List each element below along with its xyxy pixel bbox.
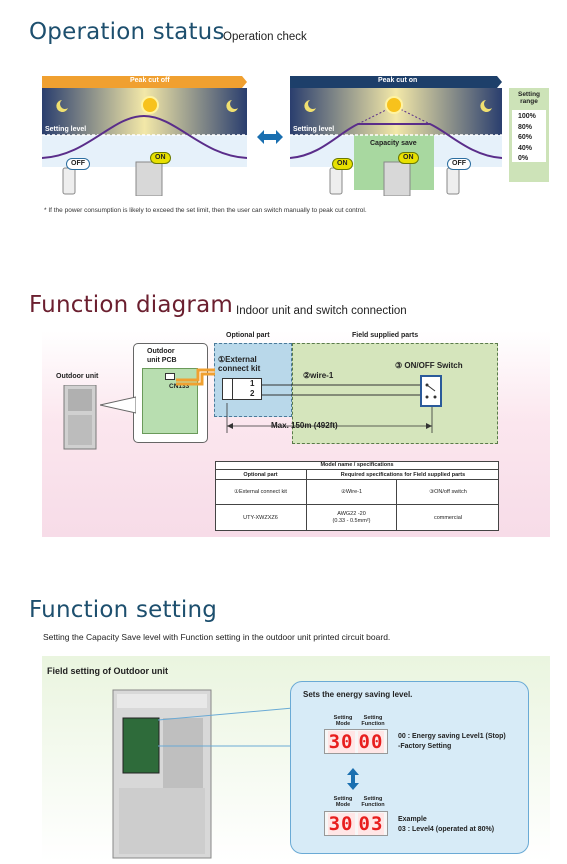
outdoor-unit-label: Outdoor unit xyxy=(56,373,99,380)
setting-level-label-right: Setting level xyxy=(293,126,335,133)
peak-cut-off-panel: Peak cut off Setting level OFF ON xyxy=(42,76,247,196)
capacity-save-label: Capacity save xyxy=(370,140,417,147)
setting-range-0: 0% xyxy=(518,155,529,162)
display-2-desc-line1: Example xyxy=(398,816,427,823)
spec-table-header-optional: Optional part xyxy=(215,470,307,480)
display-2-desc-line2: 03 : Level4 (operated at 80%) xyxy=(398,826,495,833)
switch-label: ③ ON/OFF Switch xyxy=(395,361,463,370)
function-setting-title: Function setting xyxy=(29,597,218,623)
operation-footnote: * If the power consumption is likely to … xyxy=(44,207,367,214)
setting-mode-label-2: Setting Mode xyxy=(333,796,353,808)
display-2-mode: 30 xyxy=(327,812,355,835)
peak-cut-on-scene xyxy=(290,76,502,196)
setting-function-label-1: Setting Function xyxy=(361,715,385,727)
callout-line xyxy=(158,707,294,747)
field-setting-label: Field setting of Outdoor unit xyxy=(47,666,168,676)
function-diagram-title: Function diagram xyxy=(29,292,233,318)
optional-part-label: Optional part xyxy=(226,332,270,339)
setting-level-label-left: Setting level xyxy=(45,126,87,133)
spec-table-caption: Model name / specifications xyxy=(215,461,499,470)
function-setting-subtitle: Setting the Capacity Save level with Fun… xyxy=(43,632,391,642)
spec-table xyxy=(215,461,499,531)
setting-range-box: Setting range 100% 80% 60% 40% 0% xyxy=(509,88,549,182)
setting-range-60: 60% xyxy=(518,134,533,141)
operation-status-title: Operation status xyxy=(29,19,225,45)
setting-range-40: 40% xyxy=(518,144,533,152)
switch-icon xyxy=(420,375,442,407)
function-diagram-subtitle: Indoor unit and switch connection xyxy=(236,305,407,317)
on-badge-right-1: ON xyxy=(332,158,353,170)
field-supplied-label: Field supplied parts xyxy=(352,332,419,339)
field-supplied-box xyxy=(292,343,498,444)
double-arrow-icon xyxy=(257,130,283,144)
setting-range-80: 80% xyxy=(518,123,533,131)
terminal-pin-2: 2 xyxy=(250,389,255,398)
cn133-label: CN133 xyxy=(169,383,190,390)
setting-range-100: 100% xyxy=(518,113,536,120)
wiring xyxy=(176,368,433,433)
off-badge-right: OFF xyxy=(447,158,471,170)
spec-table-cell: ①External connect kit xyxy=(215,480,307,505)
energy-box-title: Sets the energy saving level. xyxy=(303,690,413,699)
spec-table-cell: UTY-XWZXZ6 xyxy=(215,505,307,531)
display-1-desc: 00 : Energy saving Level1 (Stop) -Factor… xyxy=(398,732,506,752)
up-down-arrow-icon xyxy=(347,768,359,790)
outdoor-unit-image xyxy=(63,385,97,450)
operation-status-subtitle: Operation check xyxy=(223,31,307,43)
max-length-label: Max. 150m (492ft) xyxy=(271,421,338,430)
outdoor-pcb-label: Outdoor unit PCB xyxy=(147,348,177,364)
display-2: 30 03 xyxy=(324,811,388,836)
on-badge-left: ON xyxy=(150,152,171,164)
peak-cut-on-panel: Peak cut on Setting level Capacity save … xyxy=(290,76,502,196)
outdoor-unit-photo xyxy=(112,689,212,859)
spec-table-cell: commercial xyxy=(433,515,463,521)
terminal-pin-1: 1 xyxy=(250,379,255,388)
display-2-function: 03 xyxy=(357,812,385,835)
terminal-block xyxy=(222,378,262,400)
display-1-desc-line2: -Factory Setting xyxy=(398,743,452,750)
terminal-divider xyxy=(232,378,233,400)
peak-cut-off-scene xyxy=(42,76,247,196)
setting-function-label-2: Setting Function xyxy=(361,796,385,808)
setting-mode-label-1: Setting Mode xyxy=(333,715,353,727)
peak-cut-on-banner: Peak cut on xyxy=(378,77,418,84)
off-badge-left: OFF xyxy=(66,158,90,170)
display-1: 30 00 xyxy=(324,729,388,754)
wire-label: ②wire-1 xyxy=(303,371,334,380)
display-1-function: 00 xyxy=(357,730,385,753)
display-2-desc: Example 03 : Level4 (operated at 80%) xyxy=(398,815,494,835)
on-badge-right-2: ON xyxy=(398,152,419,164)
display-1-mode: 30 xyxy=(327,730,355,753)
external-kit-label: ①External connect kit xyxy=(218,355,261,373)
setting-range-title: Setting range xyxy=(517,91,541,105)
display-1-desc-line1: 00 : Energy saving Level1 (Stop) xyxy=(398,733,506,740)
callout-pointer xyxy=(100,396,136,414)
spec-table-header-required: Required specifications for Field suppli… xyxy=(307,470,499,480)
spec-table-cell: ③ON/off switch xyxy=(397,480,499,505)
peak-cut-off-banner: Peak cut off xyxy=(130,77,170,84)
spec-table-cell: ②Wire-1 xyxy=(307,480,397,505)
spec-table-cell: AWG22 -20 (0.33 - 0.5mm²) xyxy=(307,505,397,531)
cn133-connector xyxy=(165,373,175,380)
